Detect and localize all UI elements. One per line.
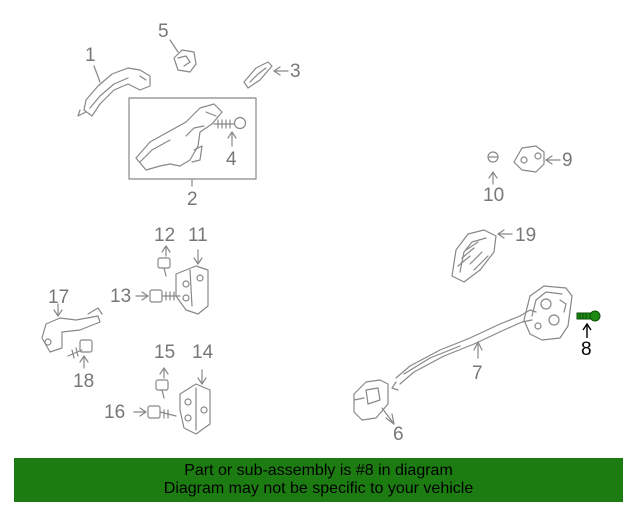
callout-7[interactable]: 7: [472, 363, 483, 384]
part-7-cable: [391, 309, 537, 391]
callout-11[interactable]: 11: [188, 225, 208, 246]
part-9-striker: [513, 145, 561, 173]
part-8-bolt-highlight: [576, 310, 601, 338]
part-12-bolt: [157, 245, 171, 277]
part-3-gasket: [243, 61, 289, 89]
part-17-check-strap: [41, 303, 103, 353]
callout-12[interactable]: 12: [154, 225, 176, 246]
callout-8[interactable]: 8: [581, 339, 592, 360]
part-13-bolt: [135, 289, 181, 303]
banner-line-part: Part or sub-assembly is #8 in diagram: [184, 462, 453, 479]
callout-10[interactable]: 10: [483, 185, 505, 206]
callout-14[interactable]: 14: [192, 342, 214, 363]
part-16-bolt: [133, 405, 177, 419]
part-11-hinge: [175, 249, 209, 315]
part-15-bolt: [155, 367, 169, 399]
callout-18[interactable]: 18: [73, 371, 95, 392]
highlight-notice-banner: Part or sub-assembly is #8 in diagram Di…: [14, 458, 623, 502]
part-5-clip: [169, 39, 197, 73]
callout-16[interactable]: 16: [104, 402, 126, 423]
callout-13[interactable]: 13: [110, 286, 132, 307]
callout-3[interactable]: 3: [290, 61, 301, 82]
callout-2[interactable]: 2: [187, 189, 198, 210]
callout-1[interactable]: 1: [85, 45, 96, 66]
callout-9[interactable]: 9: [562, 150, 573, 171]
callout-15[interactable]: 15: [154, 342, 176, 363]
part-19-cover: [451, 229, 513, 283]
part-1-outside-handle: [77, 65, 151, 117]
parts-diagram: 1 5 3 4 2 9 10 19 12 11 13 17 8 7 15 14 …: [41, 21, 601, 445]
part-6-actuator: [353, 379, 395, 425]
part-2-frame: [128, 97, 257, 180]
callout-19[interactable]: 19: [515, 225, 537, 246]
callout-17[interactable]: 17: [48, 287, 70, 308]
part-2-bracket: [135, 103, 223, 171]
callout-4[interactable]: 4: [226, 149, 237, 170]
part-10-screw: [487, 151, 499, 185]
part-4-screw: [213, 116, 247, 147]
diagram-drawing: [41, 39, 601, 435]
part-8-latch: [523, 285, 573, 341]
callout-5[interactable]: 5: [158, 21, 169, 42]
part-14-hinge: [179, 369, 211, 435]
banner-line-disclaimer: Diagram may not be specific to your vehi…: [163, 480, 474, 497]
part-18-bolt: [67, 339, 93, 369]
callout-6[interactable]: 6: [393, 424, 404, 445]
